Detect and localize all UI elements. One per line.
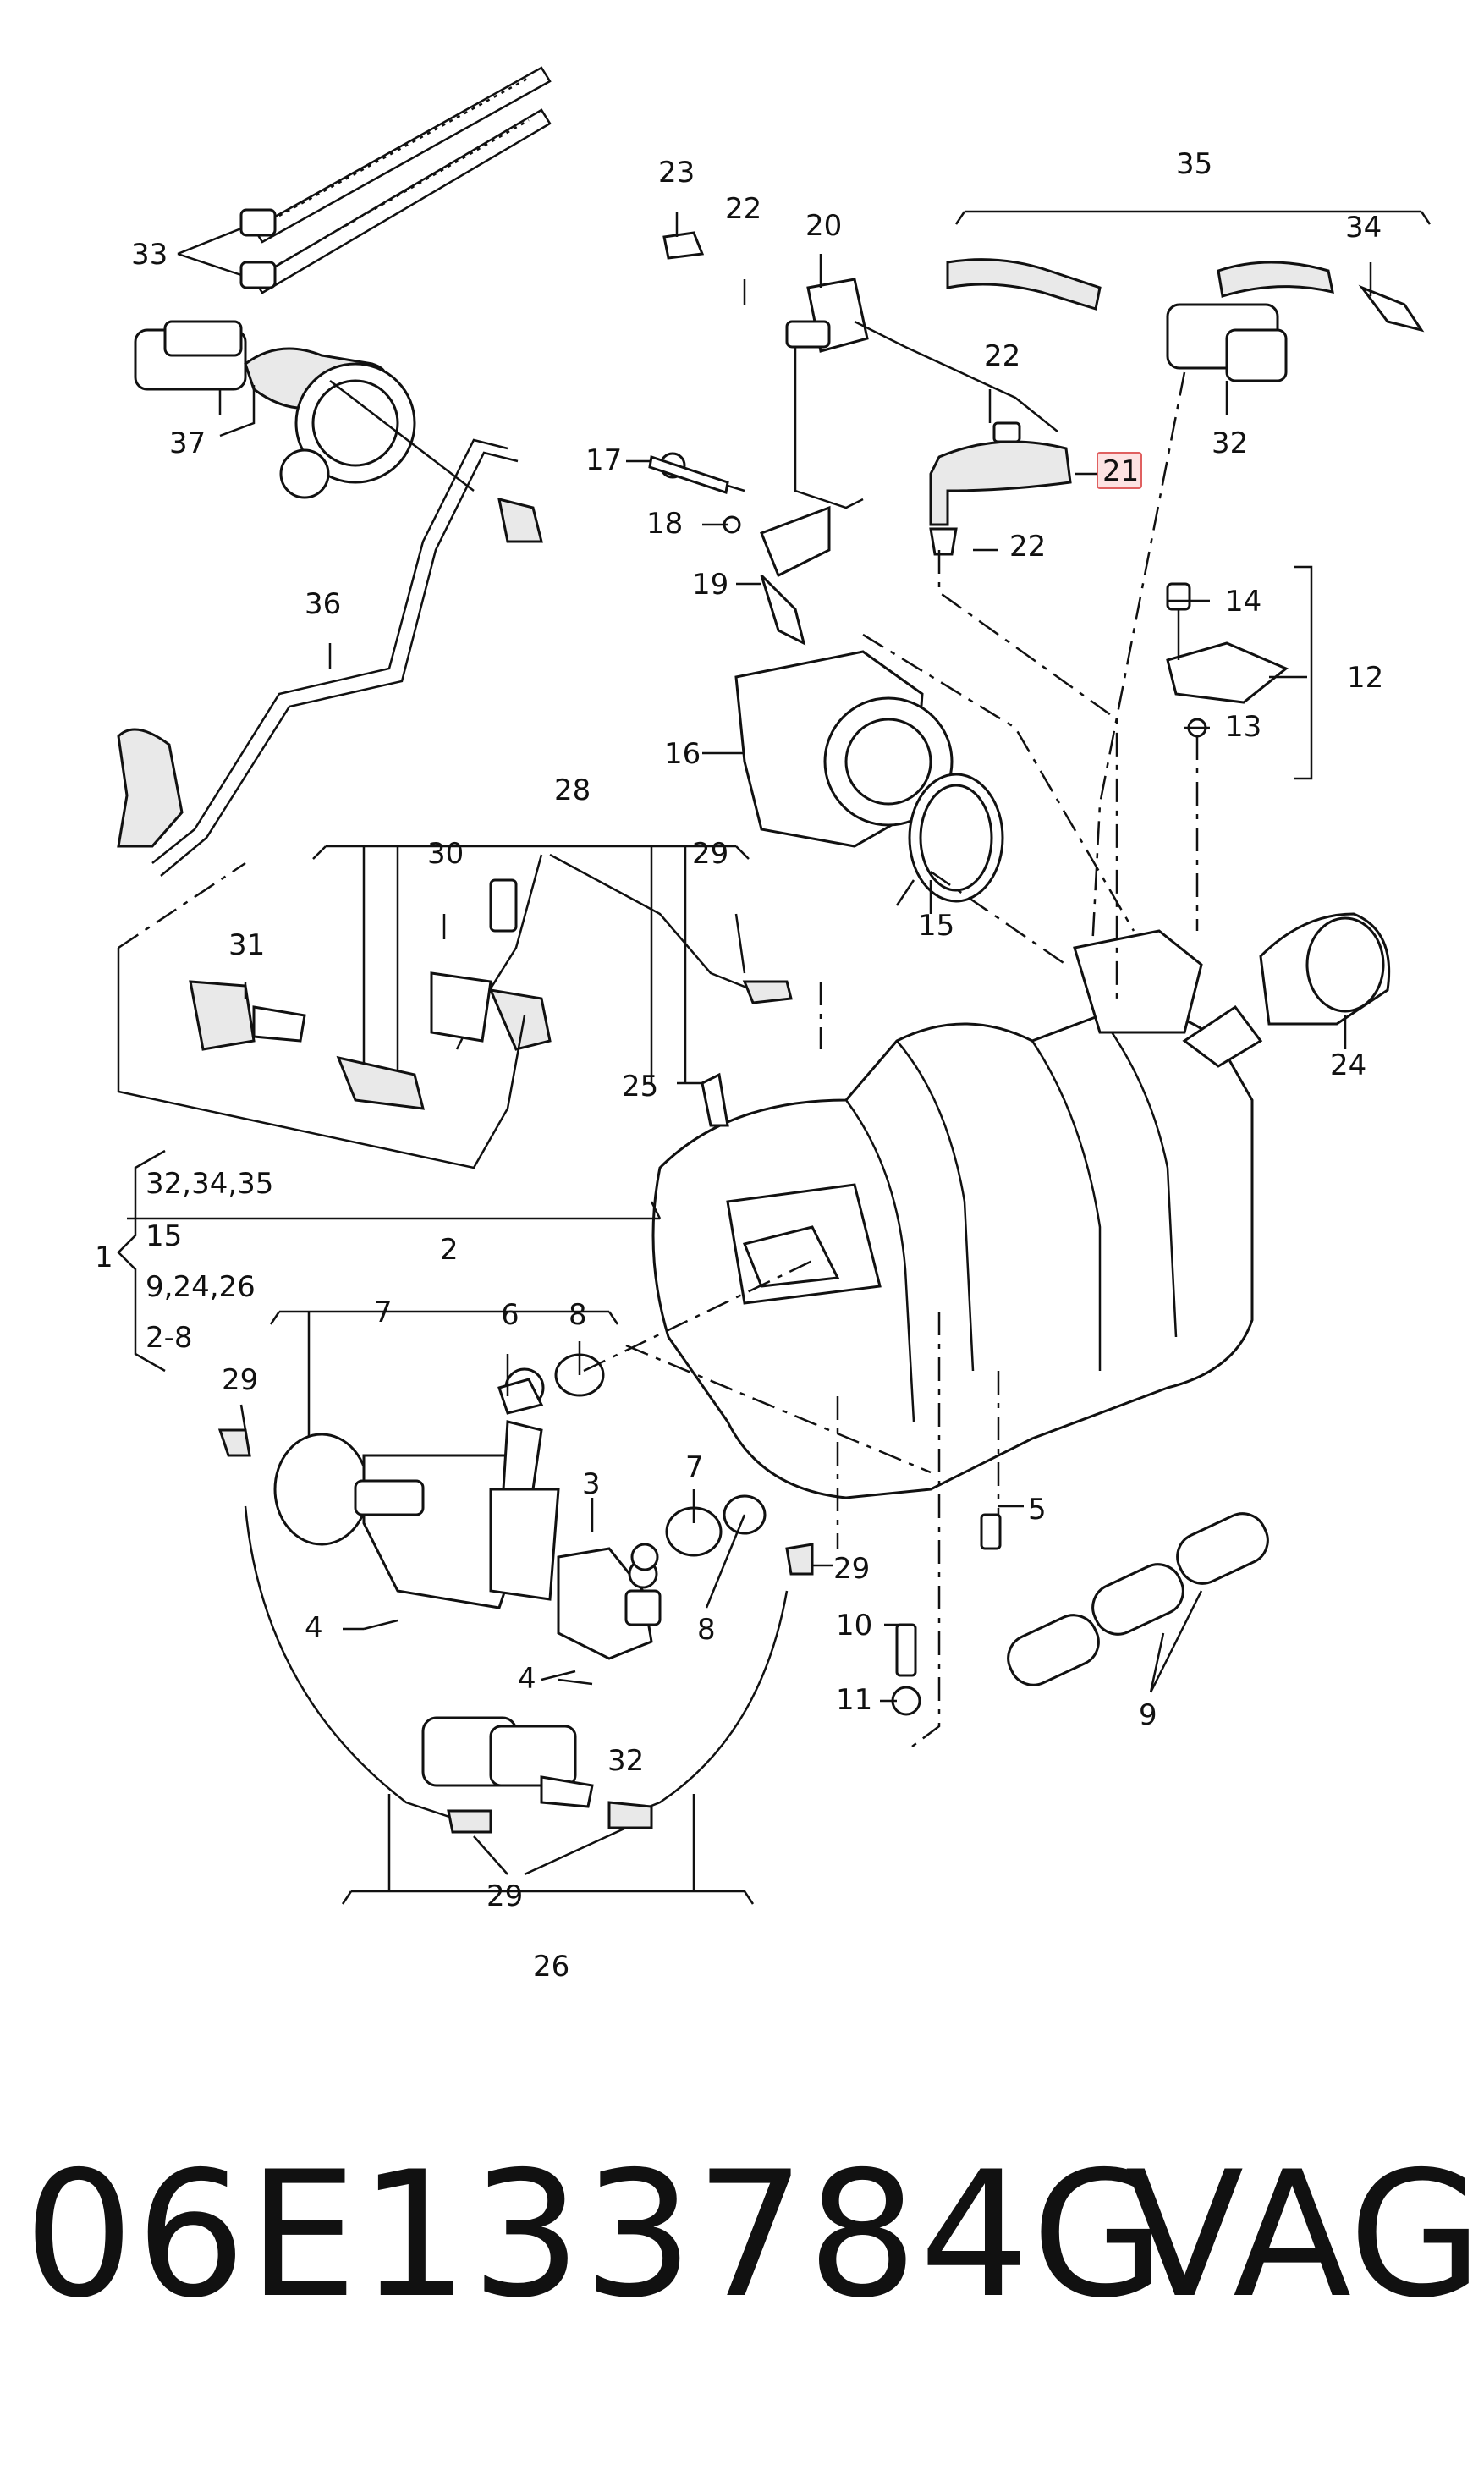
- callout-21: 21: [1102, 454, 1139, 488]
- callout-7a: 7: [374, 1296, 393, 1329]
- callout-30: 30: [427, 837, 464, 871]
- callout-4b: 4: [518, 1662, 536, 1696]
- group-35-assembly: [946, 210, 1432, 966]
- group-1-legend: 32,34,35 15 9,24,26 2-8: [146, 1167, 273, 1355]
- group-1-line-2: 15: [146, 1219, 182, 1253]
- valve-20-assembly: [659, 231, 1072, 646]
- part-number: 06E133784G: [24, 2135, 1168, 2336]
- group-26-assembly: [217, 1428, 814, 1905]
- callout-16: 16: [664, 737, 701, 771]
- callout-22b: 22: [984, 339, 1020, 373]
- leader-lines: [218, 212, 1372, 1876]
- callout-19: 19: [692, 568, 728, 602]
- callout-25: 25: [622, 1070, 658, 1103]
- intake-manifold: [127, 912, 1391, 1499]
- callout-5: 5: [1028, 1493, 1047, 1527]
- callout-32a: 32: [1212, 426, 1248, 460]
- callout-29c: 29: [833, 1552, 870, 1586]
- callout-33: 33: [131, 238, 168, 272]
- callout-29b: 29: [222, 1363, 258, 1397]
- cable-ties: [177, 66, 552, 294]
- callout-24: 24: [1330, 1048, 1366, 1082]
- callout-31: 31: [228, 928, 265, 962]
- callout-37: 37: [169, 426, 206, 460]
- callout-28: 28: [554, 773, 591, 807]
- callout-12: 12: [1347, 661, 1383, 695]
- callout-36: 36: [305, 587, 341, 621]
- callout-32b: 32: [607, 1744, 644, 1778]
- throttle-body-16: [734, 633, 1135, 966]
- callout-labels: 1 2 3 4 4 5 6 7 7 8 8 9 10 11 12 13 14 1…: [95, 147, 1383, 1984]
- callout-2: 2: [440, 1233, 459, 1267]
- callout-9: 9: [1139, 1698, 1157, 1732]
- callout-35: 35: [1176, 147, 1212, 181]
- callout-10: 10: [836, 1609, 872, 1642]
- callout-3: 3: [582, 1467, 601, 1501]
- callout-34: 34: [1345, 211, 1382, 245]
- callout-22c: 22: [1009, 530, 1046, 564]
- callout-8b: 8: [697, 1613, 716, 1647]
- callout-1: 1: [95, 1241, 113, 1274]
- sensor-3-assembly: [557, 1494, 767, 1660]
- callout-13: 13: [1225, 710, 1261, 744]
- callout-29a: 29: [692, 837, 728, 871]
- group-1-brace: [117, 1149, 166, 1373]
- group-1-line-3: 9,24,26: [146, 1270, 256, 1304]
- valve-37: [134, 320, 416, 499]
- bolts: [363, 455, 1002, 1716]
- group-1-line-4: 2-8: [146, 1321, 193, 1355]
- hose-36: [117, 380, 543, 877]
- callout-23: 23: [658, 156, 695, 190]
- sensor-12-assembly: [1166, 565, 1313, 931]
- center-lines: [625, 550, 1118, 1752]
- callout-11: 11: [836, 1683, 872, 1717]
- hoses-group-28: [117, 845, 793, 1169]
- callout-17: 17: [585, 443, 622, 477]
- callout-15: 15: [918, 909, 954, 943]
- callout-29d: 29: [486, 1879, 523, 1913]
- group-2-assembly: [269, 1259, 813, 1609]
- callout-7b: 7: [685, 1450, 704, 1484]
- callout-6: 6: [501, 1298, 519, 1332]
- callout-20: 20: [805, 209, 842, 243]
- gaskets-9: [1007, 1512, 1269, 1693]
- group-1-line-1: 32,34,35: [146, 1167, 273, 1201]
- callout-18: 18: [646, 507, 683, 541]
- callout-14: 14: [1225, 585, 1261, 619]
- callout-8a: 8: [569, 1298, 587, 1332]
- brand-name: VAG: [1125, 2135, 1483, 2336]
- callout-21-highlight: [1097, 452, 1142, 489]
- callout-26: 26: [533, 1950, 569, 1984]
- callout-4a: 4: [305, 1611, 323, 1645]
- callout-22a: 22: [725, 192, 761, 226]
